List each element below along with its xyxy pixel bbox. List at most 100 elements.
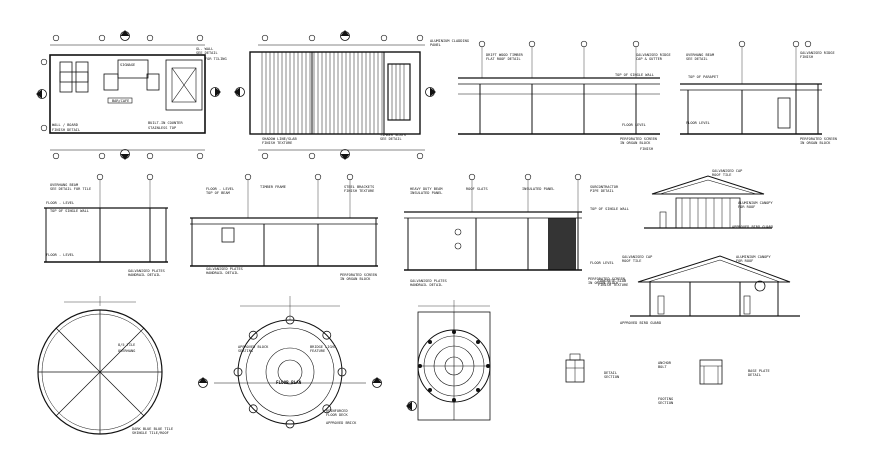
roof-plan: SHADOW LINE/SLAB FINISH TEXTURE TIMBER S… — [234, 30, 469, 160]
svg-text:WALL / BOARD: WALL / BOARD — [52, 123, 78, 127]
floor-plan-toilet: BAR/CAFE SIGNAGE WALL / BOARD FINISH DET… — [36, 30, 227, 160]
detail-2: ANCHOR BOLT BASE PLATE DETAIL FOOTING SE… — [658, 359, 770, 405]
svg-text:GALVANISED CAP: GALVANISED CAP — [712, 169, 742, 173]
svg-text:DARK BLUE BLUE TILE: DARK BLUE BLUE TILE — [132, 427, 173, 431]
section-a: HEAVY DUTY BEAM INSULATED PANEL ROOF SLA… — [404, 173, 629, 287]
gazebo-roof-plan: 8/5 TILE OVERHANG DARK BLUE BLUE TILE SH… — [37, 296, 173, 435]
svg-text:FINISH TEXTURE: FINISH TEXTURE — [598, 283, 628, 287]
svg-text:APPROVED BIRD GUARD: APPROVED BIRD GUARD — [732, 225, 773, 229]
svg-text:BOLT: BOLT — [658, 365, 667, 369]
svg-text:ROOF SLATS: ROOF SLATS — [466, 187, 488, 191]
front-elevation: DRIFT WOOD TIMBER FLAT ROOF DETAIL GALVA… — [458, 40, 671, 151]
footing-dots — [418, 330, 490, 402]
svg-text:TOP OF SINGLE WALL: TOP OF SINGLE WALL — [590, 207, 629, 211]
gazebo-foundation-plan — [406, 300, 491, 421]
svg-text:SIGNAGE: SIGNAGE — [120, 63, 135, 67]
svg-text:PERFORATED SCREEN: PERFORATED SCREEN — [620, 137, 657, 141]
svg-text:REINFORCED: REINFORCED — [326, 409, 348, 413]
svg-text:INSULATED PANEL: INSULATED PANEL — [410, 191, 442, 195]
svg-text:OVERHANG: OVERHANG — [118, 349, 135, 353]
side-elevation-right: OVERHANG BEAM SEE DETAIL GALVANISED RIDG… — [680, 40, 837, 145]
svg-text:PERFORATED SCREEN: PERFORATED SCREEN — [588, 277, 625, 281]
svg-text:DETAIL: DETAIL — [748, 373, 761, 377]
svg-text:TOP OF PARAPET: TOP OF PARAPET — [688, 75, 719, 79]
svg-text:SECTION: SECTION — [658, 401, 673, 405]
grid-bubbles-rear — [96, 173, 154, 181]
svg-text:TOP OF BEAM: TOP OF BEAM — [206, 191, 231, 195]
svg-text:GALVANISED CAP: GALVANISED CAP — [622, 255, 652, 259]
svg-text:IN ORGAN BLOCK: IN ORGAN BLOCK — [340, 277, 371, 281]
grid-bubbles-roof — [261, 34, 424, 160]
svg-text:SEE DETAIL FOR TILE: SEE DETAIL FOR TILE — [50, 187, 91, 191]
svg-text:BRIDGE LIGHT: BRIDGE LIGHT — [310, 345, 337, 349]
svg-text:OVERHANG BEAM: OVERHANG BEAM — [50, 183, 79, 187]
svg-text:TOP OF SINGLE WALL: TOP OF SINGLE WALL — [50, 209, 89, 213]
grid-bubbles-section — [468, 173, 582, 181]
grid-bubbles-plan — [40, 34, 204, 160]
svg-text:CONCRETE SLAB: CONCRETE SLAB — [598, 279, 626, 283]
section-marker-icon — [234, 30, 436, 160]
svg-text:BUILT-IN COUNTER: BUILT-IN COUNTER — [148, 121, 183, 125]
svg-text:GALVANISED RIDGE: GALVANISED RIDGE — [636, 53, 671, 57]
svg-text:ALUMINIUM CANOPY: ALUMINIUM CANOPY — [738, 201, 773, 205]
column-dots — [233, 315, 347, 429]
svg-text:DRIFT WOOD TIMBER: DRIFT WOOD TIMBER — [486, 53, 524, 57]
svg-text:GALVANISED PLATES: GALVANISED PLATES — [410, 279, 447, 283]
svg-text:BAR/CAFE: BAR/CAFE — [112, 99, 129, 103]
svg-text:FOR ROOF: FOR ROOF — [736, 259, 753, 263]
svg-text:GALVANISED PLATES: GALVANISED PLATES — [128, 269, 165, 273]
svg-text:FOOTING: FOOTING — [658, 397, 673, 401]
svg-text:ALUMINIUM CLADDING: ALUMINIUM CLADDING — [430, 39, 469, 43]
svg-text:HEAVY DUTY BEAM: HEAVY DUTY BEAM — [410, 187, 443, 191]
svg-text:FINISH TEXTURE: FINISH TEXTURE — [262, 141, 292, 145]
svg-text:FLOOR LEVEL: FLOOR LEVEL — [686, 121, 710, 125]
rear-elevation: OVERHANG BEAM SEE DETAIL FOR TILE FLOOR … — [44, 173, 168, 277]
svg-text:SUBCONTRACTOR: SUBCONTRACTOR — [590, 185, 619, 189]
svg-text:SHADOW LINE/SLAB: SHADOW LINE/SLAB — [262, 137, 297, 141]
svg-text:SEE DETAIL: SEE DETAIL — [196, 51, 218, 55]
svg-text:FLOOR - LEVEL: FLOOR - LEVEL — [206, 187, 234, 191]
svg-text:HANDRAIL DETAIL: HANDRAIL DETAIL — [128, 273, 160, 277]
grid-bubbles-side-left — [244, 173, 354, 181]
svg-text:SEATING: SEATING — [238, 349, 253, 353]
detail-1: DETAIL SECTION — [565, 353, 619, 383]
svg-text:APPROVED BRICK: APPROVED BRICK — [326, 421, 357, 425]
svg-text:HANDRAIL DETAIL: HANDRAIL DETAIL — [206, 271, 238, 275]
svg-text:ROOF TILE: ROOF TILE — [622, 259, 641, 263]
svg-text:GL. WALL: GL. WALL — [196, 47, 213, 51]
svg-text:FLOOR - LEVEL: FLOOR - LEVEL — [46, 253, 74, 257]
svg-text:GALVANISED RIDGE: GALVANISED RIDGE — [800, 51, 835, 55]
svg-text:ROOF TILE: ROOF TILE — [712, 173, 731, 177]
svg-text:FINISH: FINISH — [640, 147, 653, 151]
svg-text:SEE DETAIL: SEE DETAIL — [686, 57, 708, 61]
svg-text:8/5 TILE: 8/5 TILE — [118, 343, 135, 347]
svg-text:ALUMINIUM CANOPY: ALUMINIUM CANOPY — [736, 255, 771, 259]
svg-text:TIMBER SLATS: TIMBER SLATS — [380, 133, 406, 137]
section-marker-icon — [406, 401, 417, 411]
gazebo-floor-plan: APPROVED BLOCK SEATING BRIDGE LIGHT FEAT… — [198, 296, 382, 429]
svg-text:PERFORATED SCREEN: PERFORATED SCREEN — [340, 273, 377, 277]
svg-text:IN ORGAN BLOCK: IN ORGAN BLOCK — [588, 281, 619, 285]
svg-text:GALVANISED PLATES: GALVANISED PLATES — [206, 267, 243, 271]
svg-text:PERFORATED SCREEN: PERFORATED SCREEN — [800, 137, 837, 141]
svg-text:TIMBER FRAME: TIMBER FRAME — [260, 185, 286, 189]
svg-text:SEE DETAIL: SEE DETAIL — [380, 137, 402, 141]
svg-text:IN ORGAN BLOCK: IN ORGAN BLOCK — [800, 141, 831, 145]
svg-text:INSULATED PANEL: INSULATED PANEL — [522, 187, 554, 191]
svg-text:STAINLESS TOP: STAINLESS TOP — [148, 126, 176, 130]
svg-text:FOR TILING: FOR TILING — [205, 57, 227, 61]
side-elevation-left: FLOOR - LEVEL TOP OF BEAM TIMBER FRAME S… — [190, 173, 378, 281]
svg-text:SECTION: SECTION — [604, 375, 619, 379]
svg-text:FLOOR DECK: FLOOR DECK — [326, 413, 348, 417]
svg-text:OVERHANG BEAM: OVERHANG BEAM — [686, 53, 715, 57]
svg-text:APPROVED BIRD GUARD: APPROVED BIRD GUARD — [620, 321, 661, 325]
svg-text:FOR ROOF: FOR ROOF — [738, 205, 755, 209]
svg-text:FLOOR PLAN: FLOOR PLAN — [276, 380, 302, 385]
roof-slats — [261, 52, 383, 134]
svg-text:FLAT ROOF DETAIL: FLAT ROOF DETAIL — [486, 57, 521, 61]
svg-text:ANCHOR: ANCHOR — [658, 361, 672, 365]
svg-text:FINISH DETAIL: FINISH DETAIL — [52, 128, 80, 132]
svg-text:FEATURE: FEATURE — [310, 349, 325, 353]
svg-text:BASE PLATE: BASE PLATE — [748, 369, 770, 373]
